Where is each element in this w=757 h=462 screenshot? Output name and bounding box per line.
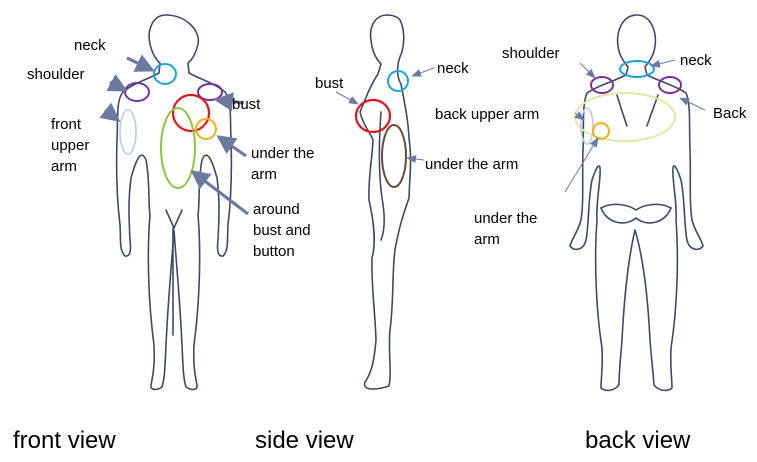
back-under-arm-arrow bbox=[565, 138, 598, 192]
front-view-caption: front view bbox=[13, 427, 116, 455]
back-under-arm-circle bbox=[593, 123, 609, 139]
front-figure bbox=[117, 15, 232, 389]
back-under-arm-label: under the arm bbox=[474, 208, 537, 250]
back-back-arrow bbox=[680, 98, 705, 110]
back-view-caption: back view bbox=[585, 427, 690, 455]
front-upper-arm-oval bbox=[120, 110, 136, 154]
front-around-bust-oval bbox=[161, 108, 195, 188]
side-neck-arrow bbox=[412, 68, 434, 76]
back-annotations bbox=[565, 60, 705, 192]
front-neck-label: neck bbox=[74, 35, 106, 56]
side-view-caption: side view bbox=[255, 427, 354, 455]
front-around-bust-label: around bust and button bbox=[253, 199, 311, 262]
back-shoulder-arrow bbox=[580, 63, 595, 78]
back-neck-arrow bbox=[651, 60, 675, 66]
front-under-arm-label: under the arm bbox=[251, 143, 314, 185]
side-figure bbox=[360, 15, 411, 389]
front-shoulder-label: shoulder bbox=[27, 64, 85, 85]
front-upper-arm-label: front upper arm bbox=[51, 114, 89, 177]
front-bust-circle bbox=[173, 95, 209, 131]
side-under-arm-arrow bbox=[407, 158, 424, 160]
back-upper-arm-label: back upper arm bbox=[435, 104, 539, 125]
front-around-bust-arrow bbox=[193, 172, 248, 214]
front-annotations bbox=[105, 58, 248, 214]
side-bust-label: bust bbox=[315, 73, 343, 94]
side-annotations bbox=[336, 68, 434, 187]
back-back-label: Back bbox=[713, 103, 746, 124]
front-shoulder-arrow bbox=[110, 82, 125, 90]
front-neck-arrow bbox=[127, 58, 152, 70]
back-figure bbox=[570, 15, 703, 390]
side-neck-label: neck bbox=[437, 58, 469, 79]
side-under-arm-label: under the arm bbox=[425, 154, 518, 175]
side-under-arm-oval bbox=[382, 125, 406, 187]
back-shoulder-label: shoulder bbox=[502, 43, 560, 64]
back-region-oval bbox=[575, 93, 675, 141]
front-shoulder-left-circle bbox=[125, 83, 149, 101]
back-neck-label: neck bbox=[680, 50, 712, 71]
back-neck-oval bbox=[620, 61, 654, 77]
front-upper-arm-arrow bbox=[105, 110, 118, 120]
front-under-arm-arrow bbox=[219, 137, 246, 156]
front-bust-label: bust bbox=[232, 94, 260, 115]
